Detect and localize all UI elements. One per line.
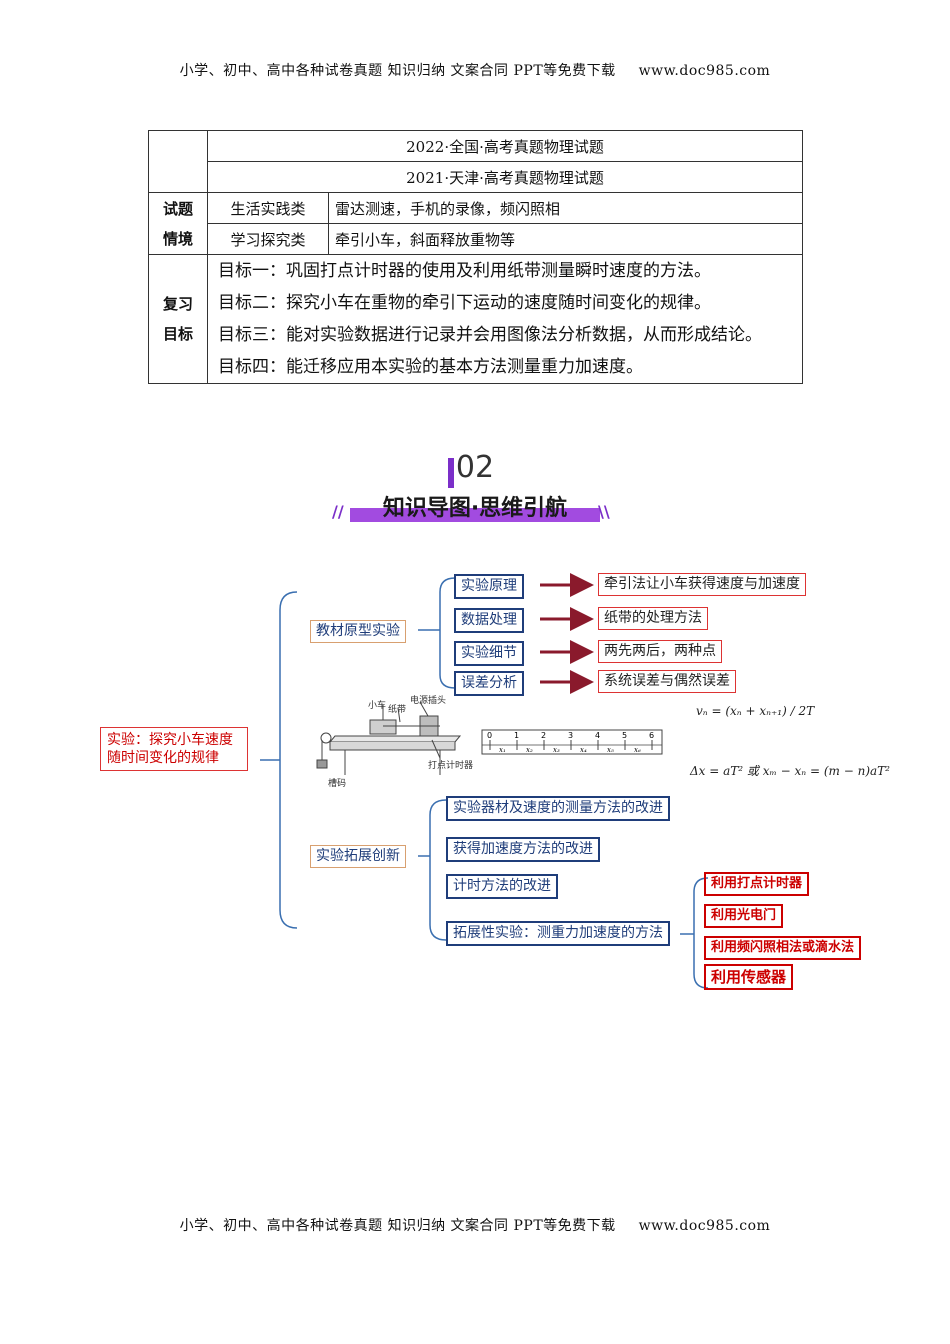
root-line2: 随时间变化的规律 [107, 750, 219, 766]
tape-tick-label: 5 [622, 731, 627, 740]
context-type: 生活实践类 [207, 192, 329, 224]
goal-item: 目标一：巩固打点计时器的使用及利用纸带测量瞬时速度的方法。 [218, 261, 711, 281]
section-number-text: 02 [455, 450, 495, 485]
goals-label-line1: 复习 [162, 295, 193, 313]
topic-error-analysis: 误差分析 [454, 671, 524, 696]
extension-item: 实验器材及速度的测量方法的改进 [446, 796, 670, 821]
goals-label-line2: 目标 [162, 325, 193, 343]
context-type: 学习探究类 [207, 223, 329, 255]
tape-segment-label: x₁ [499, 746, 506, 754]
branch1-brace [439, 577, 456, 689]
method-item: 利用频闪照相法或滴水法 [704, 936, 862, 960]
label-weight: 槽码 [328, 777, 346, 789]
exam-source-2: 2021·天津·高考真题物理试题 [207, 161, 803, 193]
tape-tick-label: 3 [568, 731, 573, 740]
context-label: 试题 情境 [148, 192, 208, 255]
header-text: 小学、初中、高中各种试卷真题 知识归纳 文案合同 PPT等免费下载 [179, 63, 616, 79]
footer-url[interactable]: www.doc985.com [638, 1218, 771, 1234]
goals-label: 复习 目标 [148, 254, 208, 384]
detail-principle: 牵引法让小车获得速度与加速度 [598, 573, 806, 596]
context-content: 雷达测速，手机的录像，频闪照相 [328, 192, 803, 224]
tape-segment-label: x₆ [634, 746, 641, 754]
tape-segment-label: x₄ [580, 746, 587, 754]
root-line1: 实验：探究小车速度 [107, 732, 233, 748]
method-item: 利用传感器 [704, 964, 794, 990]
tape-tick-label: 1 [514, 731, 519, 740]
topic-data-processing: 数据处理 [454, 608, 524, 633]
header-url[interactable]: www.doc985.com [638, 63, 771, 79]
extension-item: 获得加速度方法的改进 [446, 837, 600, 862]
footer-text: 小学、初中、高中各种试卷真题 知识归纳 文案合同 PPT等免费下载 [179, 1218, 616, 1234]
method-item: 利用打点计时器 [704, 872, 810, 896]
branch2-brace [429, 799, 447, 941]
page-header: 小学、初中、高中各种试卷真题 知识归纳 文案合同 PPT等免费下载 www.do… [0, 60, 950, 80]
context-label-line2: 情境 [162, 229, 193, 248]
formula-acceleration: Δx = aT² 或 xₘ − xₙ = (m − n)aT² [690, 764, 890, 778]
detail-data-processing: 纸带的处理方法 [598, 607, 708, 630]
branch-textbook-experiment: 教材原型实验 [310, 620, 406, 643]
section-title-band [350, 508, 600, 522]
tape-tick-label: 0 [487, 731, 492, 740]
goals-cell: 目标一：巩固打点计时器的使用及利用纸带测量瞬时速度的方法。 目标二：探究小车在重… [207, 254, 803, 384]
goal-item: 目标三：能对实验数据进行记录并会用图像法分析数据，从而形成结论。 [218, 325, 762, 345]
topic-principle: 实验原理 [454, 574, 524, 599]
exam-source-1: 2022·全国·高考真题物理试题 [207, 130, 803, 162]
formula-velocity: vₙ = (xₙ + xₙ₊₁) / 2T [696, 704, 815, 718]
section-number: 02 [445, 450, 505, 488]
tape-tick-label: 4 [595, 731, 600, 740]
detail-details: 两先两后，两种点 [598, 640, 722, 663]
slash-deco-left: // [332, 502, 344, 521]
info-table: 2022·全国·高考真题物理试题 2021·天津·高考真题物理试题 试题 情境 … [148, 130, 803, 384]
goal-item: 目标二：探究小车在重物的牵引下运动的速度随时间变化的规律。 [218, 293, 711, 313]
paper-tape-illustration [481, 729, 663, 755]
label-car: 小车 [368, 699, 386, 711]
extension-item: 计时方法的改进 [446, 874, 558, 899]
tape-segment-label: x₂ [526, 746, 533, 754]
branch-extension-innovation: 实验拓展创新 [310, 845, 406, 868]
table-corner [148, 130, 208, 193]
section-number-bar [448, 458, 454, 488]
mindmap-root: 实验：探究小车速度 随时间变化的规律 [100, 727, 248, 771]
label-plug: 电源插头 [410, 694, 446, 706]
tape-segment-label: x₅ [607, 746, 614, 754]
tape-tick-label: 6 [649, 731, 654, 740]
label-tape: 纸带 [388, 703, 406, 715]
slash-deco-right: \\ [598, 502, 610, 521]
tape-segment-label: x₃ [553, 746, 560, 754]
section-title: // 知识导图·思维引航 \\ [330, 492, 620, 528]
tape-tick-label: 2 [541, 731, 546, 740]
page-footer: 小学、初中、高中各种试卷真题 知识归纳 文案合同 PPT等免费下载 www.do… [0, 1215, 950, 1235]
extension-item: 拓展性实验：测重力加速度的方法 [446, 921, 670, 946]
context-label-line1: 试题 [162, 199, 193, 218]
goal-item: 目标四：能迁移应用本实验的基本方法测量重力加速度。 [218, 357, 643, 377]
section-title-text: 知识导图·思维引航 [382, 496, 568, 521]
root-brace [279, 591, 298, 929]
apparatus-illustration [316, 701, 462, 775]
method-item: 利用光电门 [704, 904, 784, 928]
label-timer: 打点计时器 [428, 759, 473, 771]
topic-details: 实验细节 [454, 641, 524, 666]
detail-error-analysis: 系统误差与偶然误差 [598, 670, 736, 693]
methods-brace [693, 877, 709, 989]
context-content: 牵引小车，斜面释放重物等 [328, 223, 803, 255]
